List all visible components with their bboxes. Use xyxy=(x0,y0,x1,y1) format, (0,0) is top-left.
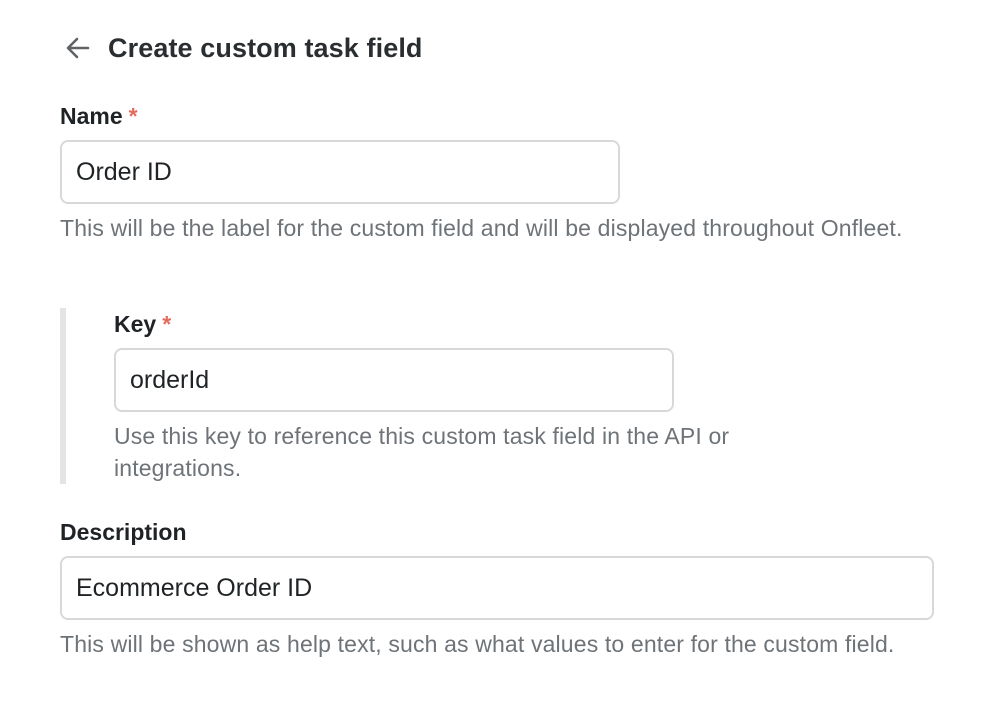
key-label-row: Key * xyxy=(114,308,171,340)
arrow-left-icon xyxy=(66,37,90,59)
name-field-group: Name * xyxy=(60,100,940,132)
required-asterisk: * xyxy=(162,310,172,337)
name-help-text: This will be the label for the custom fi… xyxy=(60,215,903,241)
back-button[interactable] xyxy=(60,28,104,68)
name-label-row: Name * xyxy=(60,100,940,132)
description-input[interactable] xyxy=(60,556,934,620)
name-label: Name xyxy=(60,102,123,129)
page-title: Create custom task field xyxy=(108,32,423,63)
key-input[interactable] xyxy=(114,348,674,412)
name-input[interactable] xyxy=(60,140,620,204)
key-label: Key xyxy=(114,310,157,337)
key-help-text: Use this key to reference this custom ta… xyxy=(114,423,730,481)
page-header: Create custom task field xyxy=(60,26,423,70)
required-asterisk: * xyxy=(128,102,138,129)
key-field-block: Key * Use this key to reference this cus… xyxy=(60,308,940,484)
description-label: Description xyxy=(60,518,187,545)
description-help-text: This will be shown as help text, such as… xyxy=(60,631,895,657)
